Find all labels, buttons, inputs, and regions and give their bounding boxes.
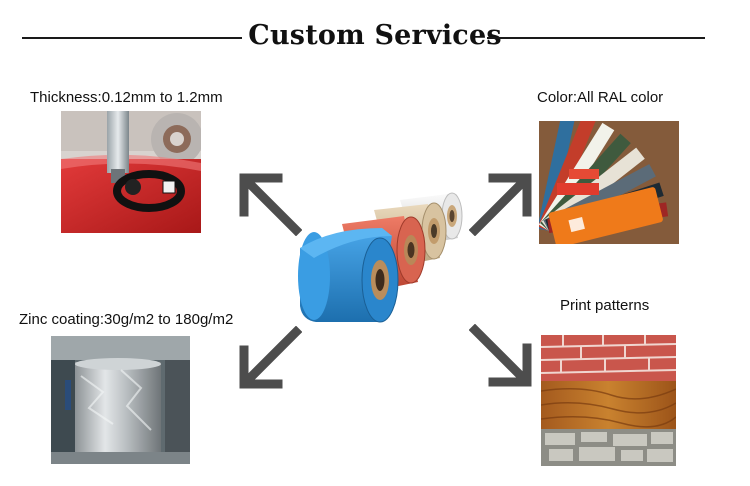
arrow-up-right-icon (469, 170, 535, 236)
header-rule-right (487, 37, 705, 39)
arrow-down-right-icon (469, 324, 535, 390)
print-patterns-image (541, 335, 676, 466)
print-label: Print patterns (560, 297, 650, 314)
thickness-label: Thickness:0.12mm to 1.2mm (30, 89, 223, 106)
arrow-down-left-icon (236, 326, 302, 392)
page-title: Custom Services (248, 20, 502, 51)
color-photo (539, 121, 679, 244)
galvanized-coil-image (51, 336, 190, 464)
header-rule-left (22, 37, 242, 39)
zinc-label: Zinc coating:30g/m2 to 180g/m2 (19, 311, 234, 328)
print-photo (541, 335, 676, 466)
thickness-photo (61, 111, 201, 233)
color-coils-image (292, 188, 468, 330)
color-label: Color:All RAL color (537, 89, 664, 106)
micrometer-image (61, 111, 201, 233)
zinc-photo (51, 336, 190, 464)
arrow-up-left-icon (236, 170, 302, 236)
ral-fan-deck-image (539, 121, 679, 244)
